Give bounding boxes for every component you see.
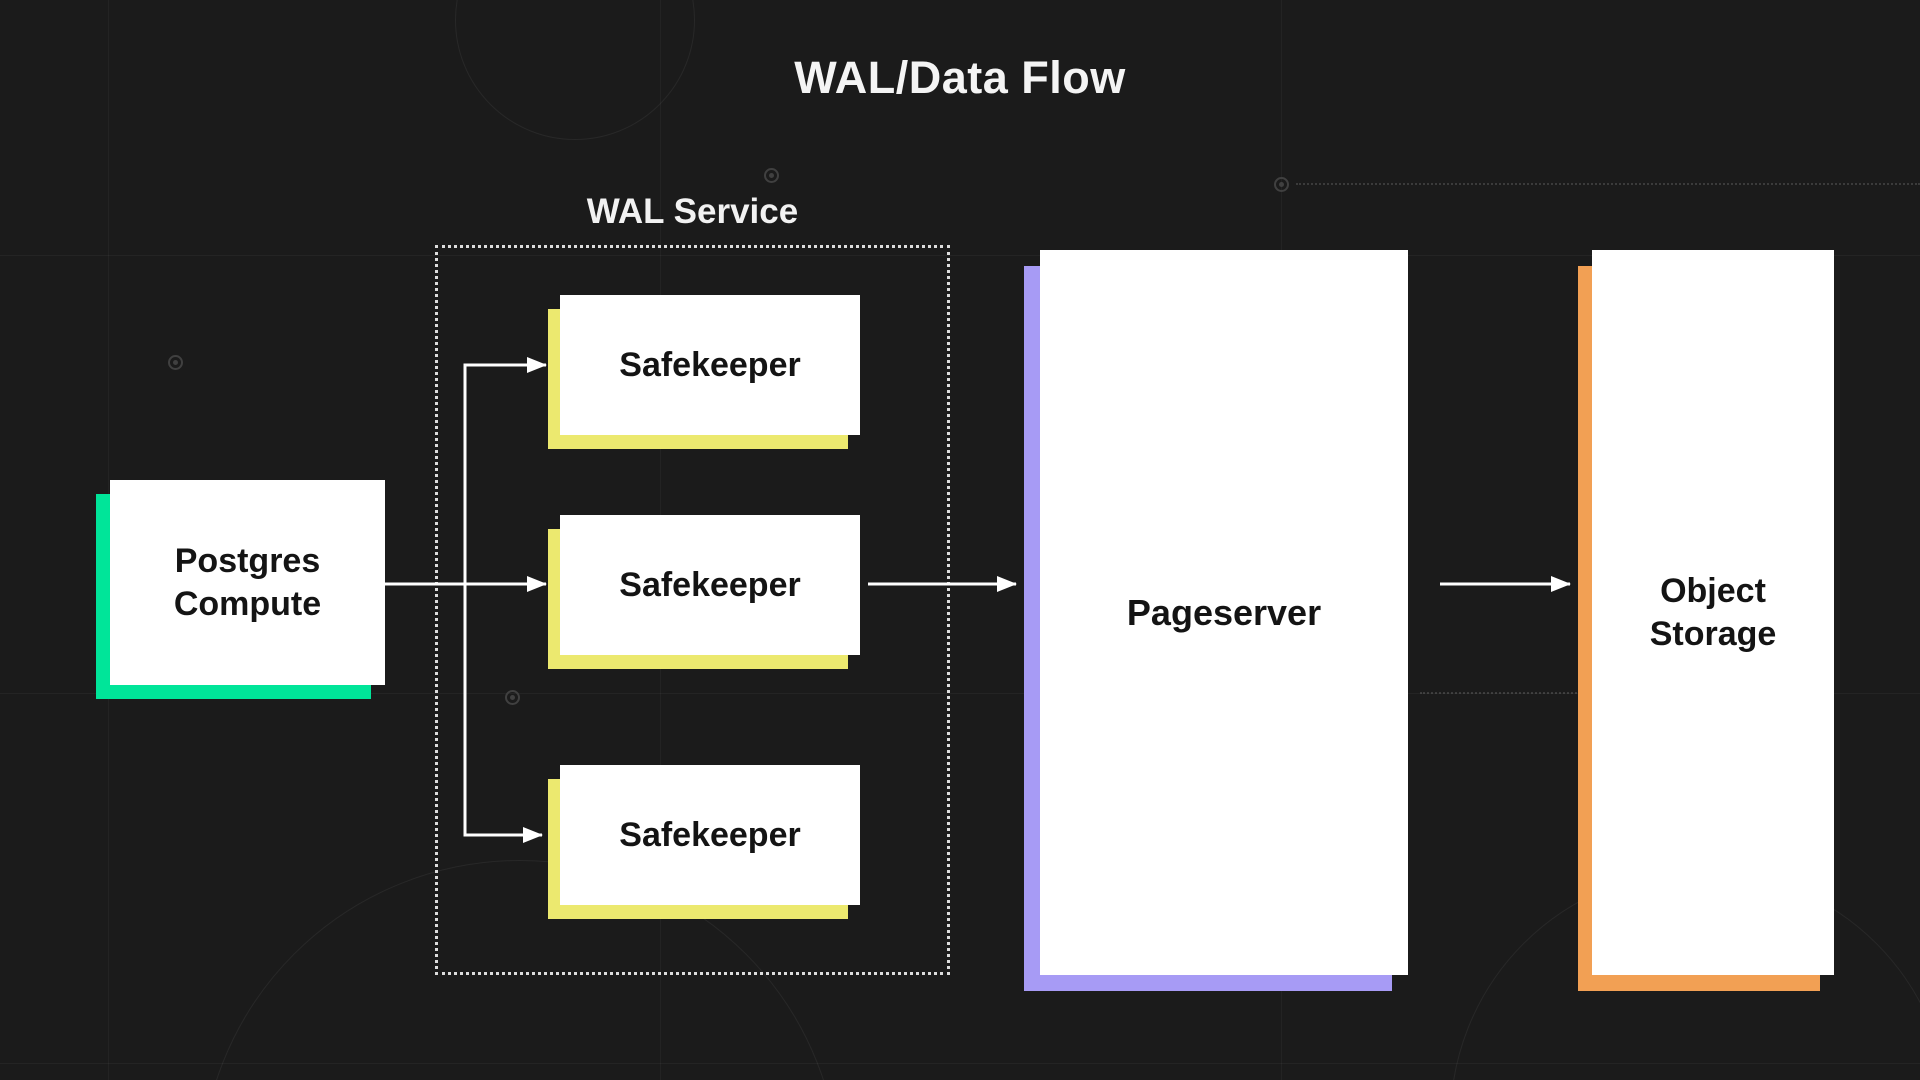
node-postgres-compute: Postgres Compute [110, 480, 385, 685]
dashed-line [1420, 692, 1585, 694]
node-pageserver-label: Pageserver [1126, 592, 1322, 633]
node-object-storage: Object Storage [1592, 250, 1834, 975]
node-safekeeper-2-label: Safekeeper [619, 565, 801, 604]
decor-ring-icon [1274, 177, 1289, 192]
grid-line [0, 1063, 1920, 1064]
diagram-title: WAL/Data Flow [794, 52, 1126, 103]
grid-line [108, 0, 109, 1080]
node-safekeeper-3: Safekeeper [560, 765, 860, 905]
node-pageserver: Pageserver [1040, 250, 1408, 975]
node-safekeeper-2: Safekeeper [560, 515, 860, 655]
dashed-line [1296, 183, 1920, 185]
decor-ring-icon [764, 168, 779, 183]
wal-service-label: WAL Service [586, 192, 799, 231]
wal-service-group-box [435, 245, 950, 975]
node-postgres-compute-label: Postgres Compute [173, 542, 322, 623]
node-safekeeper-1: Safekeeper [560, 295, 860, 435]
node-safekeeper-3-label: Safekeeper [619, 815, 801, 854]
node-safekeeper-1-label: Safekeeper [619, 345, 801, 384]
decor-ring-icon [168, 355, 183, 370]
node-object-storage-label: Object Storage [1649, 572, 1777, 653]
